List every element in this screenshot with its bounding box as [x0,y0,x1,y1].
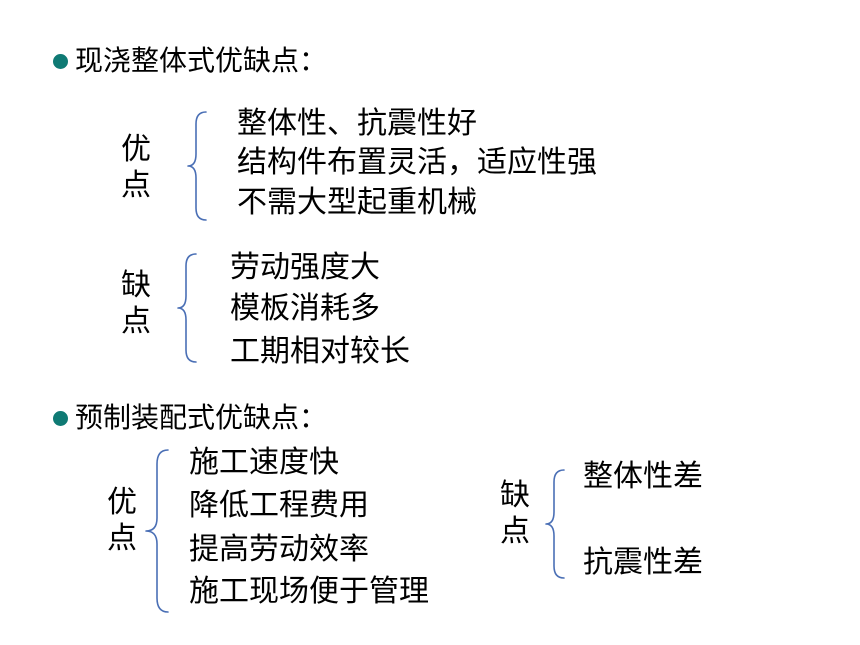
list-item: 施工现场便于管理 [189,574,429,609]
list-item: 抗震性差 [583,545,703,580]
curly-brace [145,449,169,613]
pros-label-top: 优 [121,132,151,167]
pros-label: 优 点 [118,132,154,204]
cons-label-top: 缺 [121,268,151,303]
cons-label: 缺 点 [497,478,533,550]
pros-label-bottom: 点 [121,168,151,203]
bullet-dot [53,54,68,69]
list-item: 工期相对较长 [230,334,410,369]
list-item: 不需大型起重机械 [237,185,477,220]
cons-label: 缺 点 [118,268,154,340]
bullet-dot [53,411,68,426]
cons-label-bottom: 点 [500,514,530,549]
list-item: 劳动强度大 [230,250,380,285]
cons-label-bottom: 点 [121,304,151,339]
list-item: 模板消耗多 [230,291,380,326]
list-item: 施工速度快 [189,445,339,480]
list-item: 结构件布置灵活，适应性强 [237,145,597,180]
pros-label-top: 优 [107,485,137,520]
curly-brace [187,111,207,221]
list-item: 提高劳动效率 [189,532,369,567]
pros-label-bottom: 点 [107,521,137,556]
cons-label-top: 缺 [500,478,530,513]
list-item: 整体性差 [583,459,703,494]
section-heading-prefabricated: 预制装配式优缺点： [75,401,328,434]
list-item: 降低工程费用 [189,488,369,523]
list-item: 整体性、抗震性好 [237,106,477,141]
curly-brace [177,253,197,363]
curly-brace [545,469,565,579]
pros-label: 优 点 [104,485,140,557]
section-heading-cast-in-place: 现浇整体式优缺点： [75,44,328,77]
